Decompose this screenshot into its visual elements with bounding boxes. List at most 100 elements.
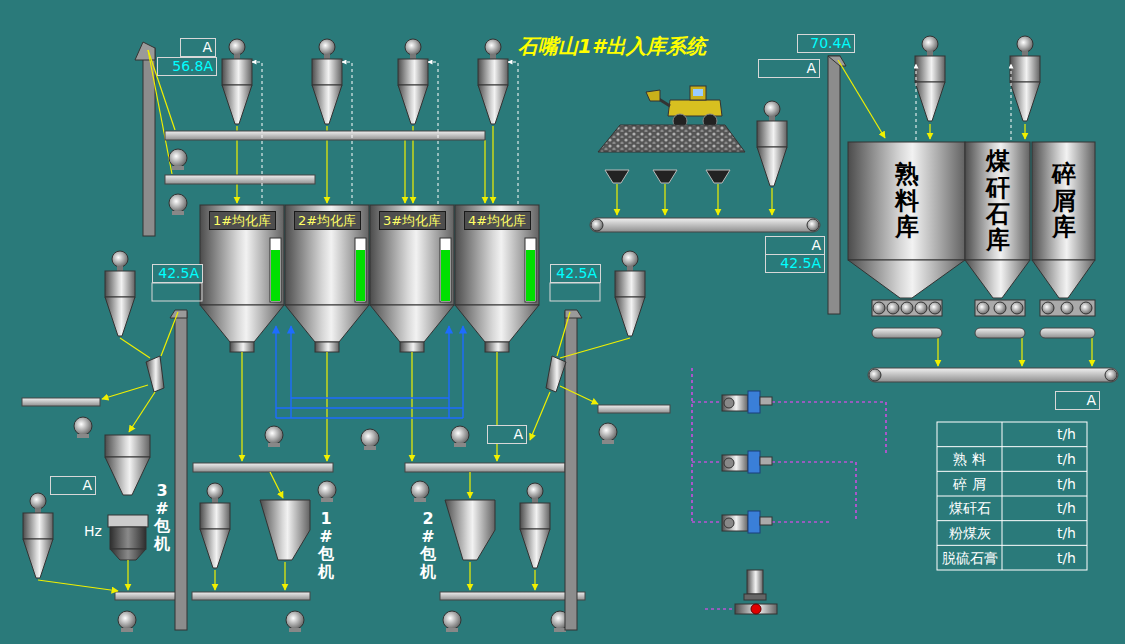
- pneumatic-line: [692, 461, 720, 462]
- flow-line: [496, 352, 497, 461]
- packer-hopper: [105, 435, 150, 457]
- flow-line: [127, 560, 128, 590]
- dust-collector: [222, 39, 252, 124]
- feed-hopper: [653, 170, 677, 183]
- motor-symbol: [599, 423, 617, 444]
- air-return-line: [1011, 64, 1012, 140]
- belt-conveyor: [405, 463, 565, 472]
- roller-feeder: [977, 302, 989, 314]
- belt-conveyor: [598, 405, 670, 413]
- homogenization-silo: [455, 205, 539, 305]
- pump-symbol: [748, 451, 760, 473]
- dust-collector: [478, 39, 508, 124]
- aeration-line: [290, 326, 291, 418]
- motor-symbol: [318, 481, 336, 502]
- loader-figure: [693, 89, 703, 96]
- silo-label: 4#均化库: [464, 211, 531, 230]
- air-return-line: [508, 62, 518, 204]
- roller-feeder: [1061, 302, 1073, 314]
- flow-line: [1024, 124, 1025, 139]
- homogenization-silo: [370, 305, 454, 342]
- material-pile: [598, 125, 745, 152]
- pump-symbol: [724, 398, 734, 408]
- node-text: 2#均化库: [298, 212, 356, 229]
- empty-readout: [152, 283, 202, 301]
- roller-feeder: [872, 300, 942, 316]
- bucket-elevator: [170, 56, 846, 630]
- flow-line: [616, 184, 617, 215]
- flow-line: [557, 312, 570, 356]
- belt-conveyor: [1040, 328, 1095, 338]
- current-unit-box: A: [180, 38, 216, 57]
- pneumatic-line: [692, 401, 720, 402]
- loader-figure: [690, 86, 706, 100]
- dust-collector: [757, 101, 787, 186]
- flow-line: [120, 338, 150, 358]
- flow-line: [270, 472, 283, 498]
- node-text: 3#均化库: [383, 212, 441, 229]
- flow-line: [404, 140, 405, 203]
- flow-line: [102, 385, 148, 399]
- roller-feeder: [1040, 300, 1095, 316]
- node-text: 2#包机: [420, 510, 436, 580]
- packer-hopper: [105, 457, 150, 495]
- node-text: A: [82, 477, 92, 494]
- belt-conveyor: [591, 219, 603, 231]
- motor-symbol: [286, 611, 304, 632]
- current-unit-box: A: [765, 236, 825, 255]
- belt-conveyor: [192, 592, 310, 600]
- data-table-grid: [937, 422, 1087, 570]
- table-cell: t/h: [1002, 550, 1082, 566]
- aeration-line: [448, 326, 449, 418]
- flow-line: [214, 570, 215, 590]
- node-text: A: [1086, 392, 1096, 409]
- empty-readout: [152, 283, 600, 301]
- top-elevator: [135, 42, 155, 60]
- homogenization-silo: [455, 305, 539, 342]
- pump-symbol: [722, 395, 748, 411]
- silo-label: 2#均化库: [294, 211, 361, 230]
- pneumatic-line: [772, 462, 856, 520]
- node-text: 1#包机: [318, 510, 334, 580]
- storage-silo: [1032, 142, 1095, 260]
- diagram-title: 石嘴山1#出入库系统: [518, 33, 706, 60]
- flow-line: [717, 184, 718, 215]
- flow-line: [937, 338, 938, 366]
- bucket-elevator: [175, 312, 187, 630]
- current-readout: 70.4A: [797, 34, 855, 53]
- feed-hopper: [605, 170, 629, 183]
- pneumatic-line: [772, 402, 886, 456]
- flow-line: [1021, 338, 1022, 366]
- node-text: A: [811, 237, 821, 254]
- flow-line: [242, 352, 497, 498]
- level-bar: [526, 250, 535, 301]
- feed-hopper: [706, 170, 730, 183]
- dust-collector: [23, 493, 53, 578]
- level-bar: [441, 250, 450, 301]
- loader-figure: [646, 90, 660, 101]
- table-cell: t/h: [1002, 476, 1082, 492]
- motor-symbol: [411, 481, 429, 502]
- homogenization-silo: [200, 305, 284, 342]
- dust-collector: [520, 483, 550, 568]
- pump-symbol: [760, 517, 772, 525]
- table-cell: 碎 屑: [937, 476, 1002, 492]
- air-return-line: [428, 62, 438, 204]
- flow-line: [129, 392, 155, 432]
- loader-figure: [646, 86, 722, 128]
- dust-collector: [398, 39, 428, 124]
- bucket-elevator: [565, 310, 582, 318]
- pump-symbol: [722, 455, 748, 471]
- roller-feeder: [872, 300, 1095, 316]
- current-readout: 42.5A: [765, 254, 825, 273]
- level-bar: [271, 250, 280, 301]
- belt-conveyor: [165, 131, 485, 140]
- bucket-elevator: [828, 56, 840, 314]
- roller-feeder: [901, 302, 913, 314]
- flow-line: [284, 562, 285, 590]
- belt-conveyor: [115, 592, 180, 600]
- data-table-grid: [937, 446, 1087, 447]
- pneumatic-line: [705, 608, 735, 609]
